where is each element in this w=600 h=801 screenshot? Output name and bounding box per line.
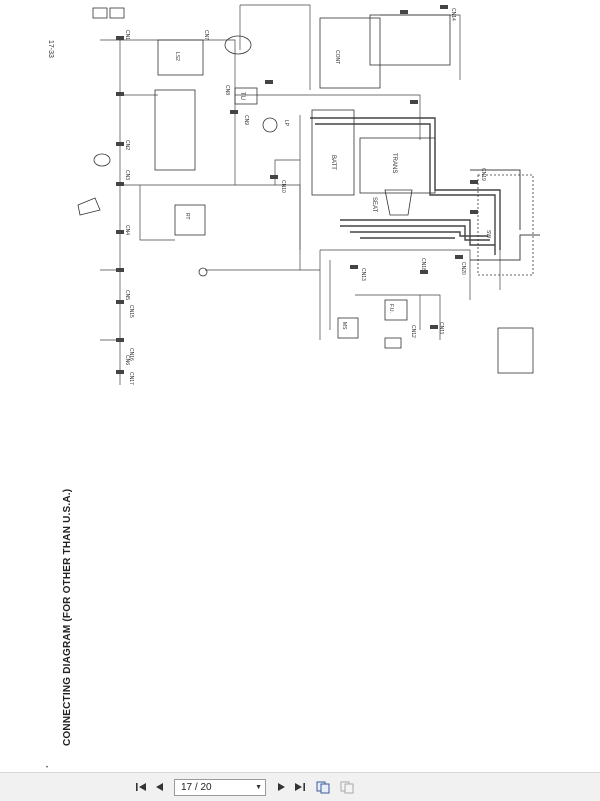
- cn5-label: CN5: [124, 290, 130, 300]
- cn11-label: CN11: [438, 322, 444, 335]
- cont-label: CONT: [334, 50, 340, 64]
- box-fu: [384, 299, 408, 321]
- page-number-display: 17 / 20: [181, 781, 212, 793]
- cn17-label: CN17: [128, 372, 134, 385]
- box-small-bottom: [384, 337, 402, 349]
- cn20-label: CN20: [460, 262, 466, 275]
- batt-label: BATT: [330, 155, 336, 170]
- cn19-label: CN19: [480, 168, 486, 181]
- cn14-label: CN14: [450, 8, 456, 21]
- wire-lines: [100, 4, 540, 385]
- box-trans: [359, 137, 436, 194]
- box-top-right: [369, 14, 451, 66]
- viewer-toolbar: 17 / 20 ▼: [0, 772, 600, 801]
- cn2-label: CN2: [124, 140, 130, 150]
- connector-marks: [116, 5, 478, 374]
- horn-component: [224, 35, 252, 55]
- cn10-label: CN10: [280, 180, 286, 193]
- document-page: 17-33: [46, 4, 540, 771]
- cn9-label: CN9: [243, 115, 249, 125]
- lp-label: LP: [283, 120, 289, 127]
- box-rt: [174, 204, 206, 236]
- diagram-title: CONNECTING DIAGRAM (FOR OTHER THAN U.S.A…: [62, 488, 73, 746]
- cn7-label: CN7: [203, 30, 209, 40]
- tu-label: TU: [239, 92, 245, 100]
- round-components: [77, 35, 413, 277]
- next-page-icon: [277, 783, 285, 791]
- previous-page-button[interactable]: [150, 778, 168, 796]
- wiring-schematic: BATT TRANS SEAT TU F.U. LS2 CONT LP MS R…: [77, 4, 540, 385]
- cn6-label: CN6: [124, 355, 130, 365]
- cn12-label: CN12: [410, 325, 416, 338]
- relay-component: [262, 117, 278, 133]
- component-boxes: [92, 7, 534, 374]
- box-legend: [497, 327, 534, 374]
- box-batt: [311, 109, 355, 196]
- diagram-labels: BATT TRANS SEAT TU F.U. LS2 CONT LP MS R…: [124, 8, 491, 385]
- single-page-view-icon: [316, 781, 330, 793]
- first-page-button[interactable]: [132, 778, 150, 796]
- box-top-left-a: [92, 7, 108, 19]
- cn8-label: CN8: [224, 85, 230, 95]
- sw-label: SW: [485, 230, 491, 238]
- two-page-view-icon: [340, 781, 354, 793]
- last-page-button[interactable]: [290, 778, 308, 796]
- cn15-label: CN15: [128, 305, 134, 318]
- single-page-view-button[interactable]: [314, 778, 332, 796]
- seat-shape: [384, 189, 413, 216]
- cn4-label: CN4: [124, 225, 130, 235]
- box-dashed-right: [477, 174, 534, 276]
- first-page-icon: [135, 783, 146, 791]
- lamp-component: [93, 153, 111, 167]
- page-bottom-mark: •: [46, 765, 49, 771]
- seat-label: SEAT: [371, 197, 377, 213]
- cn13-label: CN13: [360, 268, 366, 281]
- previous-page-icon: [155, 783, 163, 791]
- next-page-button[interactable]: [272, 778, 290, 796]
- two-page-view-button[interactable]: [338, 778, 356, 796]
- box-lamp-group: [154, 89, 196, 171]
- ls2-label: LS2: [174, 52, 180, 61]
- trans-label: TRANS: [391, 153, 397, 173]
- box-ls2: [157, 39, 204, 76]
- box-tu: [234, 87, 258, 105]
- box-cont: [319, 17, 381, 89]
- pedal-shape: [77, 197, 101, 216]
- chevron-down-icon: ▼: [255, 783, 262, 791]
- cn18-label: CN18: [420, 258, 426, 271]
- cn16-label: CN16: [128, 348, 134, 361]
- rt-label: RT: [184, 213, 190, 220]
- cn3-label: CN3: [124, 170, 130, 180]
- page-number-select[interactable]: 17 / 20 ▼: [174, 778, 266, 796]
- sensor-component: [198, 267, 208, 277]
- box-top-left-b: [109, 7, 125, 19]
- fu-label: F.U.: [388, 304, 394, 313]
- cn1-label: CN1: [124, 30, 130, 40]
- last-page-icon: [294, 783, 305, 791]
- ms-label: MS: [341, 322, 347, 330]
- box-ms: [337, 317, 359, 339]
